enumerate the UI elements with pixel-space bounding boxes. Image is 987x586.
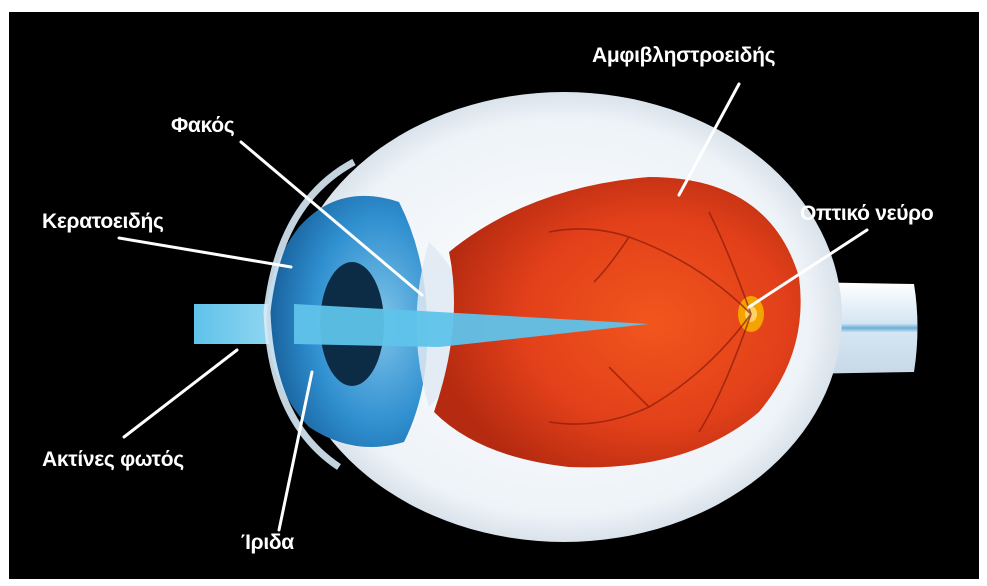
label-iris: Ίριδα bbox=[241, 532, 294, 553]
label-retina: Αμφιβληστροειδής bbox=[592, 45, 775, 66]
eye-illustration bbox=[9, 12, 979, 579]
label-cornea: Κερατοειδής bbox=[42, 211, 164, 232]
eye-anatomy-diagram: Αμφιβληστροειδής Φακός Κερατοειδής Οπτικ… bbox=[9, 12, 979, 579]
label-lens: Φακός bbox=[171, 115, 234, 136]
label-optic-nerve: Οπτικό νεύρο bbox=[800, 203, 933, 224]
label-light-rays: Ακτίνες φωτός bbox=[42, 449, 184, 470]
